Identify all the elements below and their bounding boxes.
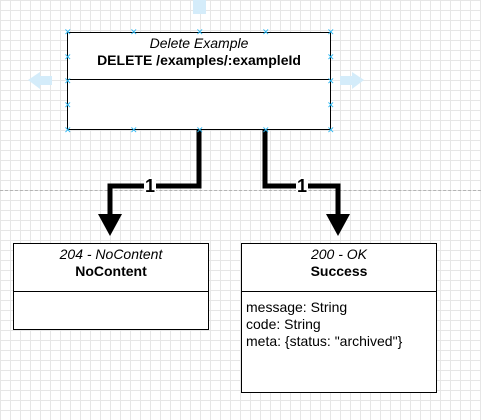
attribute-list: message: String code: String meta: {stat…: [246, 299, 402, 350]
move-arrow-right[interactable]: [340, 72, 364, 89]
box-divider: [14, 291, 208, 292]
move-arrow-up[interactable]: [193, 0, 206, 14]
resize-handle-icon[interactable]: ✕: [64, 125, 72, 135]
move-arrows[interactable]: [28, 0, 364, 89]
box-title: NoContent: [75, 263, 147, 279]
nocontent-box[interactable]: 204 - NoContent NoContent: [13, 243, 209, 330]
resize-handle-icon[interactable]: ✕: [130, 125, 138, 135]
page-break-line: [0, 190, 481, 191]
resize-handle-icon[interactable]: ✕: [64, 52, 72, 62]
resize-handle-icon[interactable]: ✕: [130, 27, 138, 37]
box-stereotype: Delete Example: [149, 35, 249, 51]
resize-handle-icon[interactable]: ✕: [196, 27, 204, 37]
edge-label-nocontent: 1: [144, 176, 157, 196]
box-divider: [242, 291, 436, 292]
box-title: DELETE /examples/:exampleId: [97, 52, 301, 68]
arrowhead-nocontent: [98, 214, 122, 236]
box-stereotype: 204 - NoContent: [59, 246, 163, 262]
box-header: 200 - OK Success: [242, 244, 436, 288]
resize-handle-icon[interactable]: ✕: [262, 27, 270, 37]
box-divider: [68, 79, 330, 80]
resize-handle-icon[interactable]: ✕: [262, 125, 270, 135]
resize-handle-icon[interactable]: ✕: [64, 76, 72, 86]
delete-example-box[interactable]: Delete Example DELETE /examples/:example…: [67, 32, 331, 130]
attribute-meta: meta: {status: "archived"}: [246, 333, 403, 349]
arrowhead-success: [326, 214, 350, 236]
resize-handle-icon[interactable]: ✕: [327, 100, 335, 110]
resize-handle-icon[interactable]: ✕: [64, 27, 72, 37]
box-title: Success: [310, 263, 368, 279]
edge-label-success: 1: [296, 176, 309, 196]
resize-handle-icon[interactable]: ✕: [327, 125, 335, 135]
resize-handle-icon[interactable]: ✕: [327, 76, 335, 86]
box-header: Delete Example DELETE /examples/:example…: [68, 33, 330, 77]
move-arrow-left[interactable]: [28, 72, 52, 89]
resize-handle-icon[interactable]: ✕: [327, 27, 335, 37]
resize-handle-icon[interactable]: ✕: [327, 52, 335, 62]
resize-handle-icon[interactable]: ✕: [64, 100, 72, 110]
attribute-code: code: String: [246, 316, 321, 332]
box-header: 204 - NoContent NoContent: [14, 244, 208, 288]
box-stereotype: 200 - OK: [310, 246, 368, 262]
attribute-message: message: String: [246, 299, 348, 315]
resize-handle-icon[interactable]: ✕: [196, 125, 204, 135]
success-box[interactable]: 200 - OK Success message: String code: S…: [241, 243, 437, 393]
